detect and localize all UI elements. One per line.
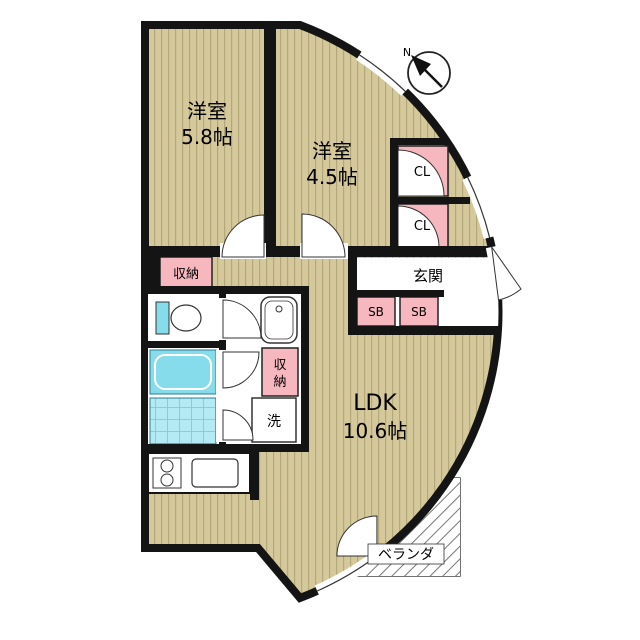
north-arrow-icon: [411, 55, 431, 76]
closet-wash-label-1: 収: [273, 358, 286, 373]
doors: [216, 213, 348, 442]
wall-kitchen-side: [250, 448, 259, 500]
wall-below-bedroom1: [145, 246, 222, 257]
closet-hall-label: 収納: [173, 267, 199, 282]
bath-tile-floor: [149, 397, 217, 445]
balcony-label: ベランダ: [378, 547, 434, 563]
cl-lower-label: CL: [414, 219, 431, 234]
window-right-icon: [467, 177, 491, 238]
toilet-bowl-icon: [170, 304, 202, 332]
stove-icon: [152, 457, 182, 489]
door-arc-cl-upper: [397, 149, 445, 197]
bedroom2-size-label: 4.5帖: [306, 165, 358, 189]
wall-bath-top: [145, 286, 309, 294]
bathtub: [149, 349, 217, 395]
closet-wash-label-2: 納: [273, 375, 286, 390]
wall-bath-right: [301, 286, 309, 452]
veranda-label-group: ベランダ: [367, 543, 445, 565]
closet-wash: [261, 347, 299, 397]
wall-cl-left: [390, 138, 398, 250]
window-top-icon: [359, 54, 406, 92]
ldk-label: LDK: [353, 391, 397, 416]
wall-entrance-top: [346, 246, 496, 257]
wall-bath-bottom: [145, 444, 309, 452]
sb-right-label: SB: [411, 305, 427, 319]
wall-room-divider: [264, 25, 276, 253]
wall-cl-mid: [390, 197, 470, 204]
wall-cl-top: [390, 138, 470, 145]
bedroom2-label: 洋室: [312, 139, 352, 163]
toilet-tank-icon: [155, 301, 170, 335]
wall-toilet-divider: [145, 341, 223, 348]
door-arc-toilet: [222, 299, 262, 339]
bedroom1-label: 洋室: [187, 99, 227, 123]
sink-icon: [191, 458, 239, 488]
entrance-label: 玄関: [413, 267, 443, 285]
room-labels: 洋室 5.8帖 洋室 4.5帖 LDK 10.6帖 玄関 収納 収 納 CL C…: [173, 99, 443, 443]
door-arc-cl-lower: [397, 205, 440, 248]
door-arc-bedroom1: [221, 214, 265, 258]
door-arc-laundry: [222, 409, 254, 441]
wall-sb-bottom: [348, 326, 499, 335]
kitchen-counter: [147, 452, 251, 494]
door-arc-washroom: [222, 351, 260, 389]
compass: N: [403, 46, 451, 95]
wall-closet-side: [145, 257, 160, 289]
wall-sb-top: [348, 290, 444, 297]
balcony-door-arc: [336, 515, 378, 557]
washing-machine: [251, 397, 297, 443]
interior-walls: [145, 25, 499, 500]
shoe-box-left: [356, 296, 396, 327]
bedroom1-size-label: 5.8帖: [181, 125, 233, 149]
bathtub-icon: [260, 296, 298, 344]
cl-upper-label: CL: [414, 165, 431, 180]
ldk-size-label: 10.6帖: [343, 419, 408, 443]
sb-left-label: SB: [368, 305, 384, 319]
laundry-label: 洗: [267, 414, 281, 430]
wall-below-divider: [264, 246, 302, 257]
door-arc-bedroom2: [301, 213, 346, 258]
front-door-arc: [491, 246, 522, 301]
compass-label: N: [403, 46, 411, 59]
